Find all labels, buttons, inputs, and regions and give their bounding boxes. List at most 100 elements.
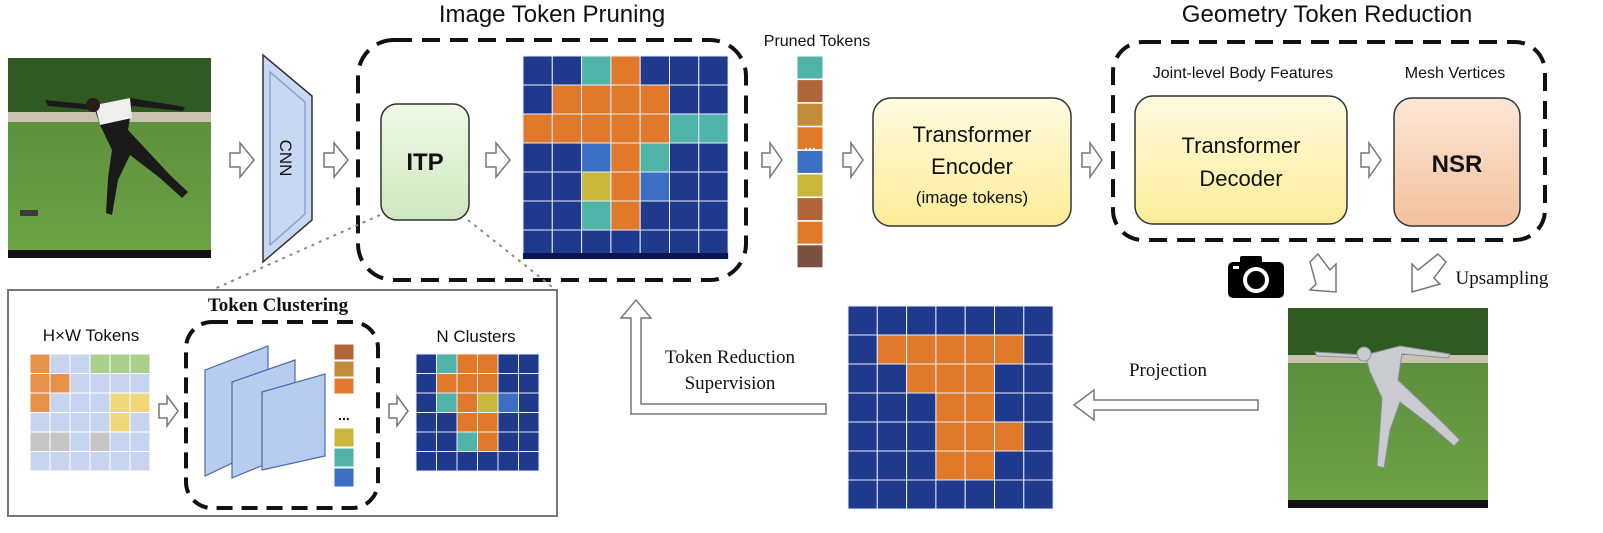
- supervision-tile: [906, 363, 937, 394]
- cluster-tile: [456, 412, 478, 433]
- supervision-tile: [847, 450, 878, 481]
- heatmap-tile: [522, 171, 553, 202]
- hw-token: [49, 451, 71, 472]
- hw-token: [29, 392, 51, 413]
- hw-token: [89, 412, 111, 433]
- joint-features-label: Joint-level Body Features: [1153, 65, 1334, 82]
- hw-token: [109, 373, 131, 394]
- cluster-token: [333, 377, 355, 395]
- heatmap-tile: [698, 113, 729, 144]
- supervision-tile: [935, 450, 966, 481]
- supervision-tile: [906, 479, 937, 510]
- heatmap-tile: [698, 171, 729, 202]
- heatmap-tile: [639, 171, 671, 202]
- supervision-tile: [994, 450, 1025, 481]
- heatmap-bottom-bar: [523, 253, 729, 259]
- arrow-right-icon: [485, 140, 511, 180]
- heatmap-tile: [581, 55, 612, 86]
- cluster-tile: [518, 353, 540, 374]
- cluster-tile: [436, 353, 458, 374]
- zoom-line: [211, 214, 381, 291]
- pruned-token: [796, 102, 824, 127]
- supervision-tile: [876, 450, 908, 481]
- heatmap-tile: [610, 142, 641, 173]
- cluster-tile: [436, 431, 458, 452]
- cluster-tile: [518, 412, 540, 433]
- heatmap-tile: [639, 55, 671, 86]
- hw-token: [49, 373, 71, 394]
- hw-token: [29, 353, 51, 374]
- pruned-tokens-label: Pruned Tokens: [764, 33, 870, 50]
- cluster-tile: [415, 451, 437, 472]
- pruned-token: [796, 244, 824, 269]
- cluster-token: [333, 427, 355, 448]
- cluster-token-column: [333, 343, 355, 488]
- supervision-tile: [1023, 305, 1054, 336]
- cluster-tile: [477, 392, 499, 413]
- pruned-token: [796, 126, 824, 151]
- heatmap-tile: [698, 200, 729, 231]
- cluster-tile: [456, 353, 478, 374]
- token-heatmap: [522, 55, 729, 260]
- supervision-tile: [935, 392, 966, 423]
- transformer-decoder-block: Transformer Decoder: [1134, 95, 1348, 225]
- cluster-tile: [497, 392, 519, 413]
- arrow-right-icon: [323, 140, 349, 180]
- supervision-tile: [1023, 363, 1054, 394]
- itp-section-title: Image Token Pruning: [439, 1, 665, 28]
- hw-token: [109, 392, 131, 413]
- cluster-token: [333, 360, 355, 378]
- heatmap-tile: [522, 84, 553, 115]
- supervision-tile: [935, 421, 966, 452]
- hw-token: [89, 451, 111, 472]
- encoder-subtitle: (image tokens): [916, 188, 1028, 207]
- pruned-token: [796, 55, 824, 80]
- pruned-token-column: [796, 55, 824, 269]
- supervision-tile: [935, 334, 966, 365]
- supervision-tile: [847, 392, 878, 423]
- supervision-tile: [994, 334, 1025, 365]
- heatmap-tile: [639, 200, 671, 231]
- pruned-token: [796, 197, 824, 222]
- cluster-tile: [415, 392, 437, 413]
- itp-region: [356, 38, 748, 282]
- cluster-tile: [518, 392, 540, 413]
- hw-token: [129, 431, 151, 452]
- heatmap-tile: [698, 84, 729, 115]
- zoom-line: [467, 219, 557, 291]
- projection-label: Projection: [1129, 360, 1208, 381]
- hw-token: [69, 431, 91, 452]
- cluster-tile: [456, 392, 478, 413]
- supervision-tile: [876, 334, 908, 365]
- arrow-right-icon: [842, 140, 864, 180]
- input-image: [8, 58, 211, 258]
- supervision-tile: [994, 421, 1025, 452]
- itp-block: ITP: [380, 103, 470, 221]
- output-mesh-image: [1288, 308, 1488, 508]
- cluster-token: [333, 447, 355, 468]
- cluster-tile: [497, 353, 519, 374]
- cluster-tile: [436, 373, 458, 394]
- hw-token: [29, 431, 51, 452]
- supervision-tile: [935, 479, 966, 510]
- camera-icon: [1228, 256, 1284, 298]
- supervision-heatmap: [847, 305, 1054, 510]
- cluster-tile: [415, 373, 437, 394]
- heatmap-tile: [522, 113, 553, 144]
- cnn-label: CNN: [276, 140, 295, 177]
- hw-token: [49, 392, 71, 413]
- supervision-tile: [1023, 334, 1054, 365]
- hw-token: [109, 353, 131, 374]
- hw-token: [69, 451, 91, 472]
- pruned-ellipsis: ...: [804, 137, 816, 153]
- pruned-token: [796, 149, 824, 174]
- heatmap-tile: [551, 171, 583, 202]
- supervision-tile: [847, 334, 878, 365]
- arrow-right-icon: [158, 393, 179, 429]
- supervision-tile: [994, 363, 1025, 394]
- supervision-tile: [994, 479, 1025, 510]
- gtr-region: [1111, 40, 1547, 242]
- cluster-layer-stack: [204, 345, 326, 479]
- cluster-tile: [415, 431, 437, 452]
- pruned-token: [796, 173, 824, 198]
